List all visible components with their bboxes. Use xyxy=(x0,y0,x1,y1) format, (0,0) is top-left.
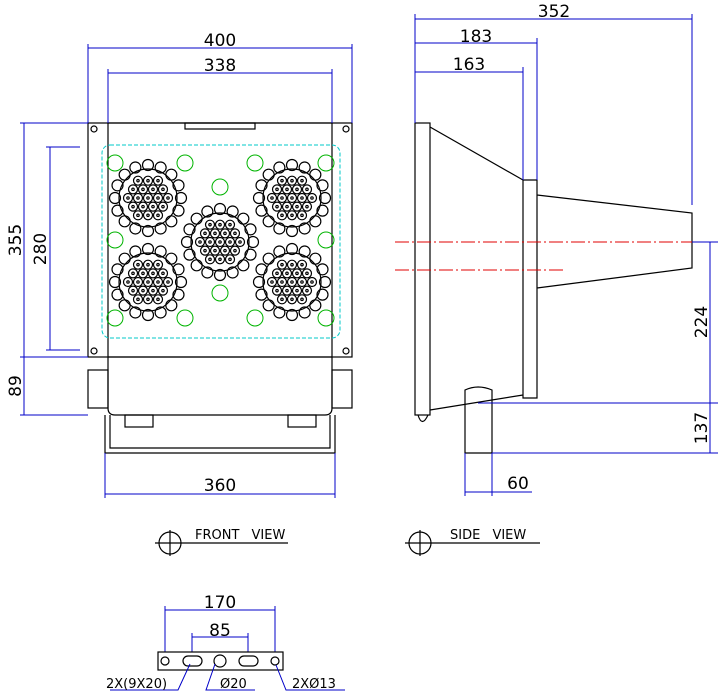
front-view xyxy=(87,122,353,454)
front-dimensions: 400 338 355 280 89 360 xyxy=(6,31,353,498)
dim-137: 137 xyxy=(692,412,712,444)
slots-label: 2X(9X20) xyxy=(106,677,167,692)
front-view-title: FRONT VIEW xyxy=(195,528,285,543)
dim-163: 163 xyxy=(453,55,485,75)
led-cluster xyxy=(252,158,332,238)
dim-280: 280 xyxy=(31,233,51,265)
dim-183: 183 xyxy=(460,27,492,47)
led-marker xyxy=(317,231,335,249)
led-clusters xyxy=(108,158,332,322)
led-marker xyxy=(176,154,194,172)
led-marker xyxy=(106,309,124,327)
led-cluster xyxy=(108,242,188,322)
side-view xyxy=(395,122,712,454)
dim-338: 338 xyxy=(204,56,236,76)
led-marker xyxy=(317,309,335,327)
led-marker xyxy=(211,284,229,302)
dim-352: 352 xyxy=(538,2,570,22)
side-view-title: SIDE VIEW xyxy=(450,528,526,543)
led-marker xyxy=(211,178,229,196)
led-marker xyxy=(106,154,124,172)
dim-60: 60 xyxy=(507,474,529,494)
led-marker xyxy=(176,309,194,327)
dim-355: 355 xyxy=(6,224,26,256)
dim-360: 360 xyxy=(204,476,236,496)
front-view-label: FRONT VIEW xyxy=(155,528,288,556)
led-marker xyxy=(317,154,335,172)
center-hole-label: Ø20 xyxy=(220,677,247,692)
dim-224: 224 xyxy=(692,306,712,338)
dim-85: 85 xyxy=(209,621,231,641)
dim-400: 400 xyxy=(204,31,236,51)
led-markers xyxy=(106,154,335,327)
led-marker xyxy=(246,309,264,327)
side-view-label: SIDE VIEW xyxy=(405,528,540,556)
dim-89: 89 xyxy=(6,375,26,397)
led-cluster xyxy=(180,202,260,282)
dim-170: 170 xyxy=(204,593,236,613)
side-dimensions: 352 183 163 224 137 60 xyxy=(414,2,718,496)
led-cluster xyxy=(108,158,188,238)
mount-plate: 170 85 2X(9X20) Ø20 2XØ13 xyxy=(106,593,345,692)
holes-label: 2XØ13 xyxy=(292,677,336,692)
led-marker xyxy=(246,154,264,172)
led-marker xyxy=(106,231,124,249)
led-cluster xyxy=(252,242,332,322)
